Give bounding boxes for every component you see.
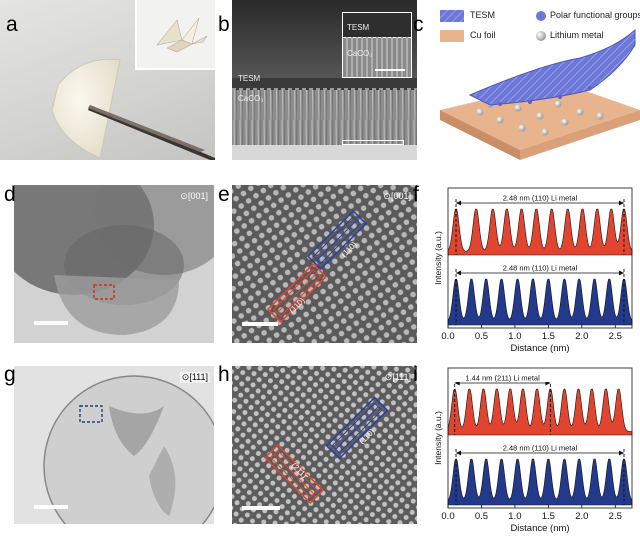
panel-label-c: c: [413, 13, 424, 36]
chart-f-intensity: 2.48 nm (110) Li metal 2.48 nm (110) Li m…: [433, 187, 633, 354]
x-axis-label: Distance (nm): [510, 343, 569, 354]
y-axis-label: Intensity (a.u.): [433, 411, 443, 465]
legend-li-text: Lithium metal: [550, 30, 604, 40]
zone-axis-h: ⊙[111]: [384, 372, 411, 382]
x-tick-label: 2.0: [575, 511, 588, 522]
zone-axis-d: ⊙[001]: [180, 191, 208, 201]
sem-scale-bar: [342, 140, 404, 145]
panel-g-tem: ⊙[111]: [14, 366, 214, 524]
paper-crane-icon: [156, 17, 208, 53]
arrow-head-left: [456, 270, 462, 276]
red-intensity-profile: [447, 208, 633, 256]
panel-d-tem: ⊙[001]: [14, 185, 214, 343]
membrane-photo: [51, 58, 215, 160]
panel-label-i: i: [413, 363, 418, 386]
y-axis-label: Intensity (a.u.): [433, 231, 443, 285]
layer-label-tesm: TESM: [238, 74, 261, 83]
zone-axis-g: ⊙[111]: [179, 372, 210, 383]
plot-frame: [447, 187, 633, 329]
tem-image-g: [14, 366, 214, 524]
tesm-membrane: [468, 28, 636, 106]
inset-label-caco3: CaCO₃: [347, 49, 373, 58]
arrow-head-right: [618, 200, 624, 206]
inset-label-tesm: TESM: [347, 23, 370, 32]
x-tick-label: 0.5: [475, 331, 488, 342]
span-annotation-label: 2.48 nm (110) Li metal: [503, 264, 578, 273]
scale-bar-e: [242, 322, 278, 326]
plot-frame: [447, 367, 633, 509]
legend-li-dot: [536, 31, 546, 41]
panel-label-b: b: [218, 13, 230, 36]
x-tick-label: 0.0: [441, 511, 454, 522]
annotation-bg: [453, 373, 552, 382]
tesm-schematic: [440, 10, 640, 160]
inset-scale-bar: [375, 69, 405, 71]
tem-image-d: [14, 185, 214, 343]
legend-cu-text: Cu foil: [470, 30, 496, 40]
panel-c-schematic: TESM Cu foil Polar functional groups Lit…: [430, 0, 640, 160]
panel-label-f: f: [413, 183, 419, 206]
panel-a-photo: a: [0, 0, 215, 160]
arrow-head-right: [618, 450, 624, 456]
layer-label-caco3: CaCO₃: [238, 94, 264, 103]
span-annotation-label: 1.44 nm (211) Li metal: [465, 374, 540, 383]
zone-axis-e: ⊙[001]: [383, 191, 411, 201]
scale-bar-h: [242, 506, 280, 510]
legend-polar-dot: [536, 11, 546, 21]
annotation-bg: [492, 193, 588, 202]
selection-box-blue: [79, 405, 103, 423]
panel-label-g: g: [4, 363, 16, 386]
panel-label-h: h: [218, 363, 230, 386]
panel-label-e: e: [218, 183, 230, 206]
panel-e-hrtem: ⊙[001] (110) (110): [232, 185, 417, 343]
blue-intensity-profile: [447, 278, 633, 326]
sem-inset: TESM CaCO₃: [342, 12, 412, 78]
x-tick-label: 0.5: [475, 511, 488, 522]
arrow-head-right: [618, 270, 624, 276]
x-tick-label: 1.5: [542, 331, 555, 342]
scale-bar-g: [34, 505, 68, 509]
x-tick-label: 1.0: [508, 511, 521, 522]
x-tick-label: 1.0: [508, 331, 521, 342]
legend-cu-swatch: [440, 30, 464, 42]
legend-polar-text: Polar functional groups: [550, 10, 640, 20]
panel-b-sem: TESM CaCO₃ TESM CaCO₃: [232, 0, 417, 160]
x-tick-label: 1.5: [542, 511, 555, 522]
x-tick-label: 2.0: [575, 331, 588, 342]
arrow-head-left: [456, 450, 462, 456]
legend-tesm-swatch: [440, 10, 464, 22]
panel-h-hrtem: ⊙[111] (110) (211): [232, 366, 417, 524]
x-tick-label: 2.5: [609, 511, 622, 522]
scale-bar-d: [34, 321, 68, 325]
annotation-bg: [492, 443, 588, 452]
x-axis-label: Distance (nm): [510, 523, 569, 534]
annotation-bg: [492, 263, 588, 272]
blue-intensity-profile: [447, 458, 633, 506]
origami-inset: [135, 0, 215, 70]
span-annotation-label: 2.48 nm (110) Li metal: [503, 194, 578, 203]
panel-label-d: d: [4, 183, 16, 206]
x-tick-label: 2.5: [609, 331, 622, 342]
lattice-image-e: [232, 185, 417, 343]
x-tick-label: 0.0: [441, 331, 454, 342]
panel-label-a: a: [6, 13, 18, 36]
chart-i-intensity: 1.44 nm (211) Li metal 2.48 nm (110) Li m…: [433, 367, 633, 534]
span-annotation-label: 2.48 nm (110) Li metal: [503, 444, 578, 453]
legend-tesm-text: TESM: [470, 10, 496, 20]
selection-box-red: [93, 284, 115, 300]
arrow-head-left: [456, 200, 462, 206]
red-intensity-profile: [447, 388, 633, 436]
lattice-image-h: [232, 366, 417, 524]
